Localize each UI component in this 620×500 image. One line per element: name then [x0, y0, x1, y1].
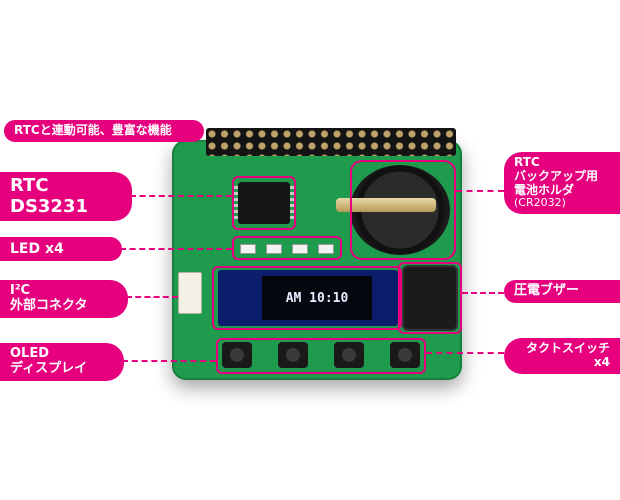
buzzer-label: 圧電ブザー [504, 280, 620, 303]
led-1 [240, 244, 256, 254]
switch-label-line2: x4 [593, 354, 610, 369]
battery-label-sub: (CR2032) [514, 196, 566, 210]
switch-outline [216, 338, 426, 374]
gpio-header [206, 128, 456, 156]
battery-clip [336, 198, 436, 212]
buzzer [402, 265, 458, 331]
rtc-label: RTC DS3231 [0, 172, 132, 222]
battery-label: RTC バックアップ用 電池ホルダ (CR2032) [504, 152, 620, 215]
feature-banner-text: RTCと連動可能、豊富な機能 [14, 123, 172, 137]
buzzer-outline [398, 262, 462, 334]
feature-banner: RTCと連動可能、豊富な機能 [4, 120, 204, 142]
i2c-connector [178, 272, 202, 314]
battery-outline [350, 160, 456, 260]
led-4 [318, 244, 334, 254]
i2c-label-line2: 外部コネクタ [10, 297, 88, 313]
i2c-label-line1: I²C [10, 283, 31, 298]
led-leader [120, 248, 232, 250]
oled-leader [122, 360, 216, 362]
battery-label-line2: バックアップ用 [514, 168, 599, 183]
oled-label-line1: OLED [10, 346, 50, 361]
oled-label: OLED ディスプレイ [0, 343, 124, 381]
switch-leader [426, 352, 504, 354]
buzzer-leader [462, 292, 504, 294]
oled-screen-text: AM 10:10 [262, 276, 372, 320]
tact-switch-4 [390, 342, 420, 368]
led-label: LED x4 [0, 237, 122, 262]
battery-leader [456, 190, 504, 192]
led-label-text: LED x4 [10, 241, 64, 257]
led-3 [292, 244, 308, 254]
tact-switch-3 [334, 342, 364, 368]
led-outline [232, 236, 342, 260]
buzzer-label-text: 圧電ブザー [514, 283, 580, 298]
switch-label: タクトスイッチ x4 [504, 338, 620, 374]
oled-outline [212, 266, 402, 330]
i2c-leader [126, 296, 178, 298]
rtc-label-line2: DS3231 [10, 195, 89, 217]
i2c-label: I²C 外部コネクタ [0, 280, 128, 318]
rtc-leader [130, 195, 232, 197]
battery-label-line1: RTC [514, 155, 540, 169]
rtc-label-line1: RTC [10, 175, 49, 196]
battery-label-line3: 電池ホルダ [514, 182, 575, 197]
led-2 [266, 244, 282, 254]
rtc-chip [232, 182, 296, 224]
tact-switch-2 [278, 342, 308, 368]
oled-label-line2: ディスプレイ [10, 360, 88, 376]
switch-label-line1: タクトスイッチ [525, 341, 610, 355]
tact-switch-1 [222, 342, 252, 368]
rtc-outline [232, 176, 296, 230]
